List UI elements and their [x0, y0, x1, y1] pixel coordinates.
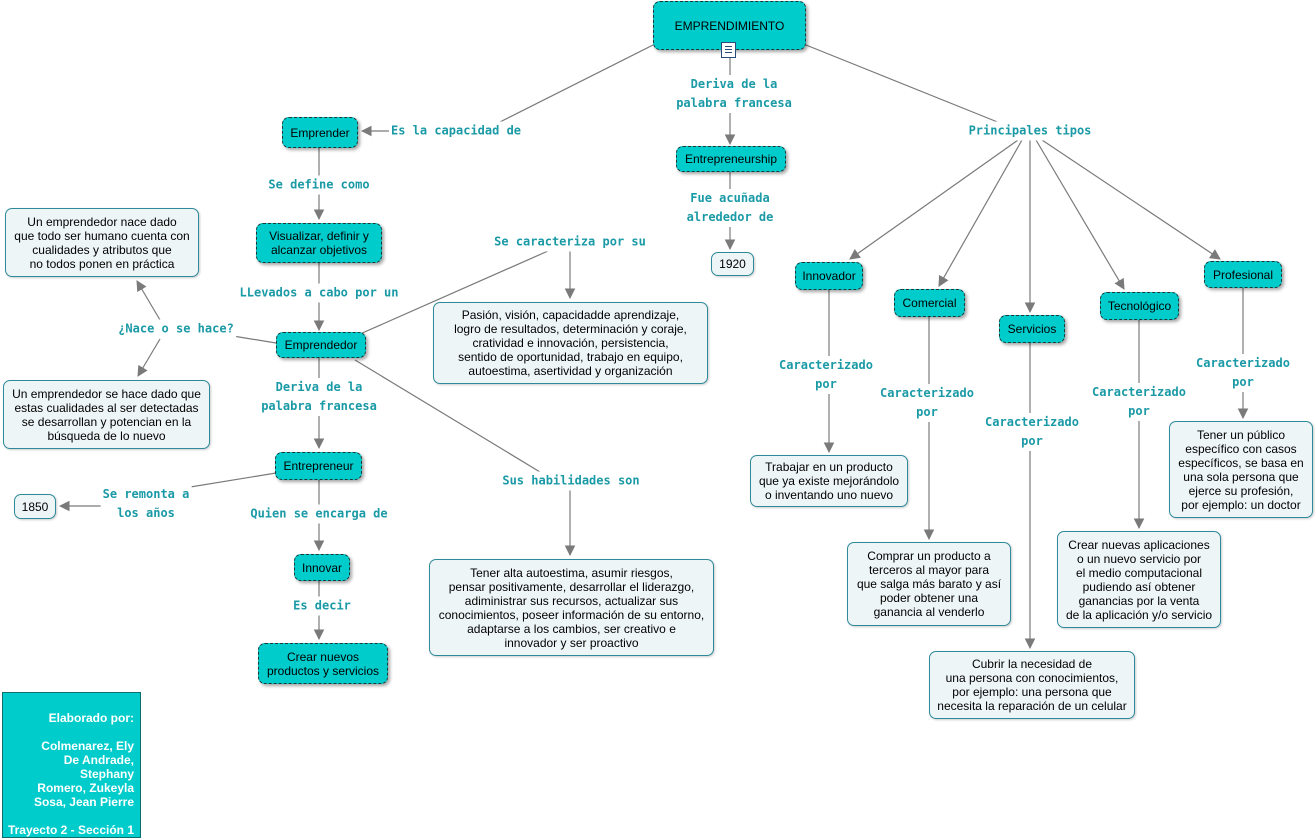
node-nace-label: Un emprendedor nace dado que todo ser hu…	[14, 214, 190, 271]
edge-nacehace-to-nace	[136, 280, 161, 321]
link-principales: Principales tipos	[966, 121, 1094, 141]
node-1850-label: 1850	[21, 499, 49, 514]
node-innovador-desc[interactable]: Trabajar en un producto que ya existe me…	[750, 455, 908, 507]
node-entrepreneurship[interactable]: Entrepreneurship	[676, 146, 786, 172]
link-car-servicios: Caracterizado por	[983, 413, 1081, 451]
edge-nacehace-to-hace	[137, 338, 161, 377]
credits-box: Elaborado por: Colmenarez, Ely De Andrad…	[2, 692, 141, 838]
edge-emprendedor-to-nacehace	[232, 335, 277, 344]
node-emprendedor-label: Emprendedor	[284, 338, 358, 352]
link-car-innovador: Caracterizado por	[777, 356, 875, 394]
node-crear-label: Crear nuevos productos y servicios	[266, 649, 380, 678]
node-tecnologico-desc-label: Crear nuevas aplicaciones o un nuevo ser…	[1065, 537, 1213, 622]
link-es-decir: Es decir	[291, 596, 353, 616]
node-visualizar[interactable]: Visualizar, definir y alcanzar objetivos	[256, 223, 382, 263]
node-innovar[interactable]: Innovar	[294, 554, 350, 581]
node-profesional[interactable]: Profesional	[1204, 261, 1282, 288]
node-crear[interactable]: Crear nuevos productos y servicios	[258, 643, 388, 684]
node-1920[interactable]: 1920	[711, 252, 754, 276]
node-servicios-desc[interactable]: Cubrir la necesidad de una persona con c…	[929, 651, 1135, 719]
node-servicios[interactable]: Servicios	[999, 315, 1065, 343]
link-nace-hace: ¿Nace o se hace?	[116, 319, 236, 339]
node-servicios-label: Servicios	[1007, 322, 1057, 336]
node-tecnologico-desc[interactable]: Crear nuevas aplicaciones o un nuevo ser…	[1057, 531, 1221, 628]
node-tecnologico-label: Tecnológico	[1107, 299, 1172, 313]
node-habilidades-label: Tener alta autoestima, asumir riesgos, p…	[438, 565, 705, 650]
node-emprender-label: Emprender	[290, 125, 350, 140]
link-es-capacidad: Es la capacidad de	[388, 121, 524, 141]
node-profesional-label: Profesional	[1212, 267, 1274, 282]
link-deriva-top: Deriva de la palabra francesa	[674, 75, 794, 113]
node-tecnologico[interactable]: Tecnológico	[1100, 292, 1179, 320]
node-pasion-label: Pasión, visión, capacidadde aprendizaje,…	[454, 308, 687, 378]
edge-root-to-principales	[805, 44, 1001, 124]
node-innovar-label: Innovar	[301, 560, 343, 575]
link-car-profesional: Caracterizado por	[1194, 354, 1292, 392]
node-visualizar-label: Visualizar, definir y alcanzar objetivos	[269, 229, 369, 257]
node-comercial[interactable]: Comercial	[894, 289, 965, 317]
node-servicios-desc-label: Cubrir la necesidad de una persona con c…	[937, 657, 1127, 713]
root-label: EMPRENDIMIENTO	[674, 18, 785, 33]
link-remonta: Se remonta a los años	[100, 485, 192, 523]
node-1850[interactable]: 1850	[14, 494, 56, 519]
link-quien: Quien se encarga de	[248, 504, 390, 524]
link-deriva-francesa: Deriva de la palabra francesa	[259, 378, 379, 416]
node-nace[interactable]: Un emprendedor nace dado que todo ser hu…	[5, 208, 199, 277]
node-innovador-label: Innovador	[802, 269, 856, 283]
link-habilidades: Sus habilidades son	[500, 471, 642, 491]
node-comercial-label: Comercial	[902, 296, 957, 310]
link-se-define: Se define como	[266, 175, 372, 195]
edge-emprendedor-to-habilidades	[354, 359, 541, 473]
node-habilidades[interactable]: Tener alta autoestima, asumir riesgos, p…	[429, 559, 714, 656]
link-car-comercial: Caracterizado por	[878, 384, 976, 422]
node-emprendedor[interactable]: Emprendedor	[276, 332, 366, 358]
node-hace[interactable]: Un emprendedor se hace dado que estas cu…	[3, 380, 210, 449]
edge-root-to-capacidad	[491, 44, 654, 127]
node-innovador-desc-label: Trabajar en un producto que ya existe me…	[758, 460, 900, 502]
node-profesional-desc[interactable]: Tener un público específico con casos es…	[1169, 421, 1313, 518]
edge-principales-to-profesional	[1041, 139, 1221, 260]
link-caracteriza: Se caracteriza por su	[492, 232, 648, 252]
node-entrepreneur-label: Entrepreneur	[283, 459, 354, 473]
edge-principales-to-tecnologico	[1035, 139, 1125, 290]
node-entrepreneurship-label: Entrepreneurship	[684, 152, 778, 166]
node-entrepreneur[interactable]: Entrepreneur	[275, 452, 362, 480]
edge-principales-to-comercial	[938, 139, 1023, 287]
edge-principales-to-innovador	[849, 139, 1019, 260]
link-fue-acunada: Fue acuñada alrededor de	[684, 189, 776, 227]
node-emprender[interactable]: Emprender	[282, 117, 358, 148]
node-1920-label: 1920	[719, 257, 746, 271]
node-comercial-desc[interactable]: Comprar un producto a terceros al mayor …	[847, 542, 1011, 626]
node-hace-label: Un emprendedor se hace dado que estas cu…	[12, 386, 201, 443]
credits-section: Trayecto 2 - Sección 1	[7, 823, 134, 837]
node-comercial-desc-label: Comprar un producto a terceros al mayor …	[856, 549, 1002, 619]
edge-emprendedor-to-caracteriza	[359, 250, 549, 335]
node-profesional-desc-label: Tener un público específico con casos es…	[1178, 427, 1304, 512]
edge-entrepreneur-to-remonta	[177, 472, 277, 490]
node-innovador[interactable]: Innovador	[795, 262, 863, 290]
document-icon[interactable]	[721, 42, 736, 58]
credits-heading: Elaborado por:	[48, 711, 134, 725]
credits-authors: Colmenarez, Ely De Andrade, Stephany Rom…	[33, 739, 134, 809]
link-car-tecnologico: Caracterizado por	[1090, 383, 1188, 421]
node-pasion[interactable]: Pasión, visión, capacidadde aprendizaje,…	[433, 302, 708, 384]
link-llevados: LLevados a cabo por un	[237, 283, 401, 303]
